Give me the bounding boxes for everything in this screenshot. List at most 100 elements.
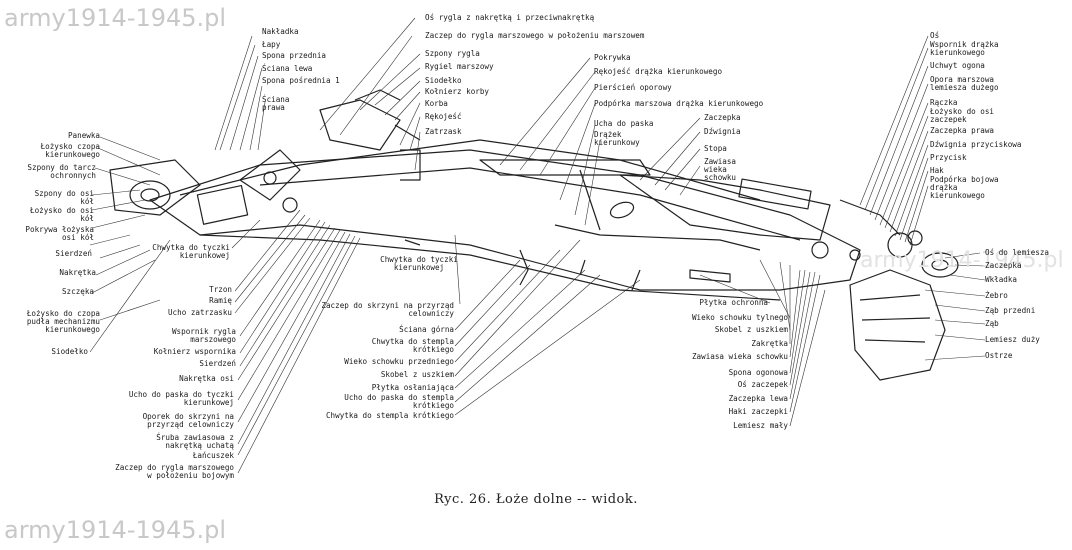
trail-inner-ridge: [259, 167, 801, 241]
label: Panewka: [67, 131, 100, 140]
label: Zaczepka lewa: [728, 394, 788, 403]
watermark-right: army1914-1945.pl: [860, 248, 1064, 273]
label: Zatrzask: [425, 127, 462, 136]
label: Zawiasa wieka schowku: [691, 352, 788, 361]
label: Ucho do paska do stempla krótkiego: [344, 393, 454, 410]
label: Nakładka: [262, 27, 299, 36]
figure-caption: Ryc. 26. Łoże dolne -- widok.: [434, 492, 638, 507]
label: Siodełko: [51, 347, 88, 356]
watermark-top-left: army1914-1945.pl: [4, 4, 227, 32]
label: Wspornik rygla marszowego: [171, 327, 236, 344]
label: Wspornik drążka kierunkowego: [930, 40, 999, 57]
label: Ramię: [209, 296, 232, 305]
label: Chwytka do stempla krótkiego: [371, 337, 454, 354]
label: Kołnierz wspornika: [153, 347, 236, 356]
label: Pierścień oporowy: [594, 83, 672, 92]
label: Ściana górna: [399, 325, 454, 334]
label: Zakrętka: [751, 339, 788, 348]
label: Podpórka marszowa drążka kierunkowego: [594, 99, 764, 108]
label: Zaczep do rygla marszowego w położeniu m…: [425, 31, 645, 40]
label: Kołnierz korby: [425, 87, 490, 96]
label: Zaczepka: [985, 261, 1022, 270]
label: Oś do lemiesza: [985, 248, 1050, 257]
label: Sierdzeń: [199, 359, 236, 368]
label: Nakrętka: [59, 268, 96, 277]
label: Przycisk: [930, 153, 967, 162]
label: Opora marszowa lemiesza dużego: [930, 75, 999, 92]
trail-lower-edge: [199, 234, 781, 301]
label: Zaczepka: [704, 113, 741, 122]
axle-bearing: [129, 180, 171, 210]
label: Zaczep do rygla marszowego w położeniu b…: [115, 463, 234, 480]
label: Ściana lewa: [262, 64, 313, 73]
label: Śruba zawiasowa z nakrętką uchatą: [156, 433, 234, 450]
label: Chwytka do tyczki kierunkowej: [380, 255, 458, 272]
label: Chwytka do tyczki kierunkowej: [152, 243, 230, 260]
label: Trzon: [209, 285, 232, 294]
label: Rękojeść drążka kierunkowego: [594, 67, 723, 76]
label: Chwytka do stempla krótkiego: [325, 411, 454, 420]
oval-hole: [609, 201, 635, 219]
label: Ząb: [985, 319, 999, 328]
label: Rygiel marszowy: [425, 62, 494, 71]
label: Zaczep do skrzyni na przyrząd celowniczy: [321, 301, 454, 318]
spade: [849, 269, 946, 381]
front-saddle: [196, 184, 249, 225]
label: Uchwyt ogona: [930, 61, 985, 70]
label: Oporek do skrzyni na przyrząd celowniczy: [142, 412, 234, 429]
label: Ucho zatrzasku: [167, 308, 232, 317]
label: Spona ogonowa: [728, 368, 788, 377]
label: Wkładka: [985, 275, 1018, 284]
watermark-bottom-left: army1914-1945.pl: [4, 516, 227, 544]
label: Szpony rygla: [425, 49, 480, 58]
label: Łańcuszek: [192, 451, 234, 460]
label: Stopa: [704, 144, 727, 153]
label: Ucha do paska: [594, 119, 654, 128]
label: Łożysko do czopa pudła mechanizmu kierun…: [26, 309, 100, 334]
label: Oś: [930, 31, 940, 40]
label: Łożysko do osi kół: [30, 206, 95, 223]
label: Łożysko do osi zaczepek: [930, 107, 995, 124]
label: Skobel z uszkiem: [380, 370, 454, 379]
label: Żebro: [985, 291, 1008, 300]
label: Oś rygla z nakrętką i przeciwnakrętką: [425, 13, 595, 22]
label: Lemiesz duży: [985, 335, 1040, 344]
label: Płytka ochronna: [699, 298, 768, 307]
label: Siodełko: [425, 76, 462, 85]
label: Szpony do tarcz ochronnych: [27, 163, 96, 180]
trail-beam-outline: [149, 149, 861, 291]
label: Hak: [930, 166, 944, 175]
label: Oś zaczepek: [737, 380, 788, 389]
label: Drążek kierunkowy: [594, 130, 640, 147]
label: Haki zaczepki: [728, 407, 788, 416]
label: Skobel z uszkiem: [714, 325, 788, 334]
label: Lemiesz mały: [733, 421, 788, 430]
label: Spona przednia: [262, 51, 327, 60]
label: Dźwignia przyciskowa: [930, 140, 1022, 149]
label: Korba: [425, 99, 448, 108]
label: Nakrętka osi: [179, 374, 234, 383]
label: Pokrywka: [594, 53, 631, 62]
label: Sierdzeń: [55, 249, 92, 258]
label: Rączka: [930, 98, 958, 107]
label: Podpórka bojowa drążka kierunkowego: [930, 175, 999, 200]
label: Ząb przedni: [985, 306, 1036, 315]
label: Spona pośrednia 1: [262, 76, 340, 85]
label: Rękojeść: [425, 112, 462, 121]
label: Łożysko czopa kierunkowego: [40, 142, 100, 159]
label: Zawiasa wieka schowku: [704, 157, 737, 182]
label: Ściana prawa: [262, 95, 290, 112]
label: Ostrze: [985, 351, 1013, 360]
label: Łapy: [262, 40, 281, 49]
label: Wieko schowku przedniego: [344, 357, 454, 366]
trail-upper-edge: [179, 139, 761, 201]
label: Pokrywa łożyska osi kół: [25, 225, 94, 242]
label: Płytka osłaniająca: [371, 383, 454, 392]
label: Dźwignia: [704, 127, 741, 136]
label: Wieko schowku tylnego: [691, 313, 788, 322]
label: Szpony do osi kół: [34, 189, 94, 206]
label: Zaczepka prawa: [930, 126, 995, 135]
label: Ucho do paska do tyczki kierunkowej: [128, 390, 234, 407]
